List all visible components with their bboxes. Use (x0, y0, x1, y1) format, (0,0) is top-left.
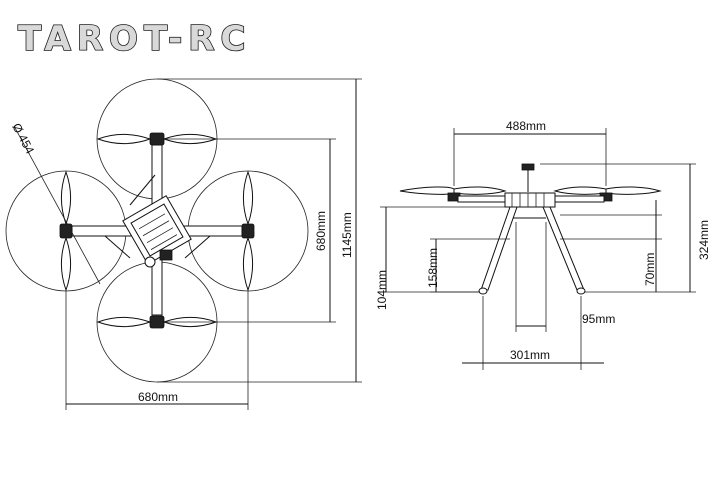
foot-spread-label: 301mm (510, 348, 550, 362)
leg-height-label: 158mm (426, 248, 440, 288)
top-width-dimension: 680mm (65, 290, 249, 410)
top-height-label: 680mm (314, 211, 328, 251)
side-span-label: 488mm (506, 119, 546, 133)
total-height-label: 324mm (697, 220, 711, 260)
body-side (504, 192, 556, 208)
gps-top (521, 163, 535, 171)
prop-diameter-label: Ø 454 (9, 121, 37, 157)
total-height-dimension: 324mm (540, 163, 711, 293)
propellers-side-view (399, 186, 662, 195)
side-span-dimension: 488mm (453, 119, 607, 186)
clearance-label: 104mm (375, 270, 389, 310)
clearance-dimension: 104mm (375, 206, 505, 310)
prop-diameter-leader (13, 125, 101, 285)
overall-length-dimension: 1145mm (157, 78, 362, 383)
center-frame (122, 195, 192, 268)
top-width-label: 680mm (138, 390, 178, 404)
top-height-dimension: 680mm (165, 138, 336, 323)
foot-spread-dimension: 301mm (462, 296, 604, 370)
body-height-label: 70mm (643, 253, 657, 286)
overall-length-label: 1145mm (340, 212, 354, 258)
landing-gear (478, 206, 586, 295)
inner-spread-dimension: 95mm (515, 222, 615, 332)
top-view: Ø 454 680mm 680mm 1145mm (5, 78, 362, 410)
inner-spread-label: 95mm (582, 312, 615, 326)
side-view: 488mm 324mm 70mm 158mm 104mm (375, 119, 711, 370)
body-height-dimension: 70mm (560, 200, 662, 292)
tarot-rc-logo: TAROT-RC (18, 19, 251, 59)
